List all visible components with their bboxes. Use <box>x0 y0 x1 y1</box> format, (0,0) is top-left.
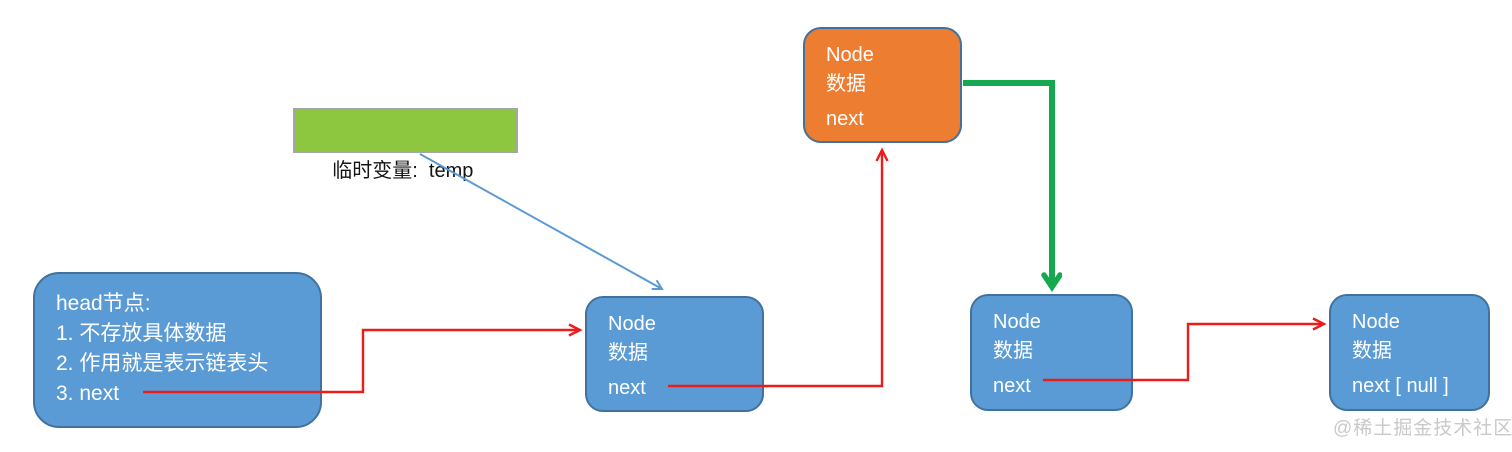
node-data-label: 数据 <box>826 73 866 95</box>
blue-node-3-box: Node 数据 next [ null ] <box>1329 294 1490 411</box>
arrow-orange-next-to-node2 <box>963 80 1052 287</box>
orange-node-box: Node 数据 next <box>803 27 962 143</box>
head-box-line-2: 2. 作用就是表示链表头 <box>56 352 269 375</box>
temp-variable-label: 临时变量: temp <box>293 108 518 182</box>
head-box-title: head节点: <box>56 292 151 315</box>
node-title: Node <box>993 311 1041 333</box>
node-data-label: 数据 <box>993 340 1033 362</box>
blue-node-2-box: Node 数据 next <box>970 294 1133 411</box>
node-title: Node <box>826 44 874 66</box>
temp-variable-text: 临时变量: temp <box>332 160 474 182</box>
node-next-label: next <box>826 108 864 130</box>
head-box-line-1: 1. 不存放具体数据 <box>56 322 227 345</box>
head-box-line-3: 3. next <box>56 382 120 405</box>
node-title: Node <box>608 313 656 335</box>
node-next-label: next <box>608 377 646 399</box>
node-data-label: 数据 <box>1352 340 1392 362</box>
node-title: Node <box>1352 311 1400 333</box>
node-data-label: 数据 <box>608 342 648 364</box>
blue-node-1-box: Node 数据 next <box>585 296 764 412</box>
watermark-text: @稀土掘金技术社区 <box>1333 418 1512 439</box>
node-next-label: next [ null ] <box>1352 375 1449 397</box>
head-node-box: head节点: 1. 不存放具体数据 2. 作用就是表示链表头 3. next <box>33 272 322 428</box>
node-next-label: next <box>993 375 1031 397</box>
